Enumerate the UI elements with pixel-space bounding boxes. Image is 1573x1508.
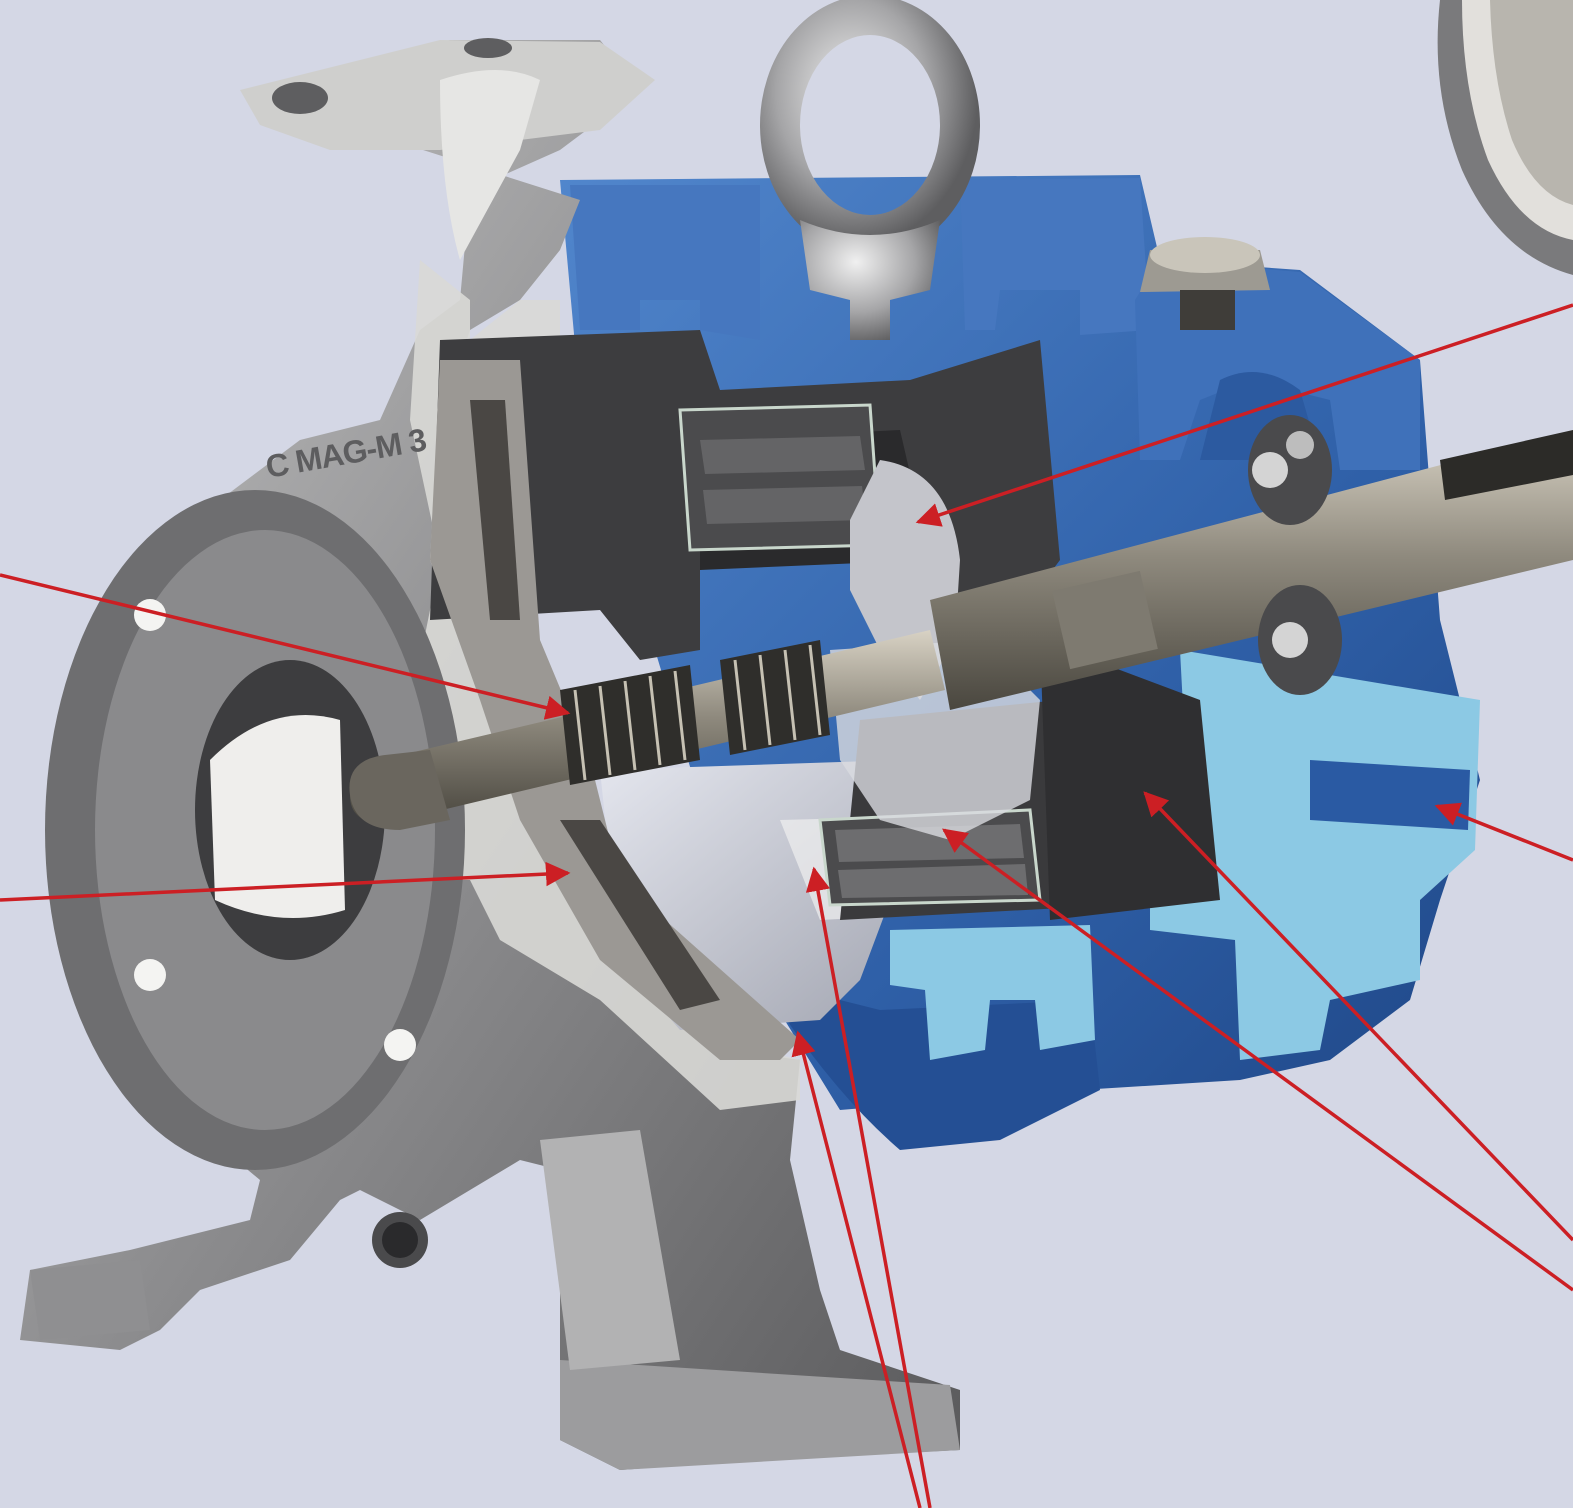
callout-line-outer-magnet-carrier (1143, 791, 1573, 1242)
callout-lines (0, 303, 1573, 1508)
pump-shaft-bearings (560, 640, 830, 785)
callout-line-inner-magnet-rotor (915, 303, 1573, 527)
vent-plug (1140, 237, 1270, 330)
callout-line-pump-shaft-bearings (0, 573, 571, 720)
impeller (430, 360, 800, 1060)
lifting-eye-bolt (760, 0, 980, 340)
callout-line-impeller (0, 861, 571, 902)
spare-sleeve-part (1437, 0, 1573, 275)
ball-bearing (1248, 415, 1342, 695)
callout-line-containment-shell-b (791, 1030, 922, 1508)
callout-line-bearing-housing (1434, 802, 1573, 862)
callout-line-containment-shell-a (805, 866, 932, 1508)
callout-line-magnets (942, 828, 1573, 1292)
